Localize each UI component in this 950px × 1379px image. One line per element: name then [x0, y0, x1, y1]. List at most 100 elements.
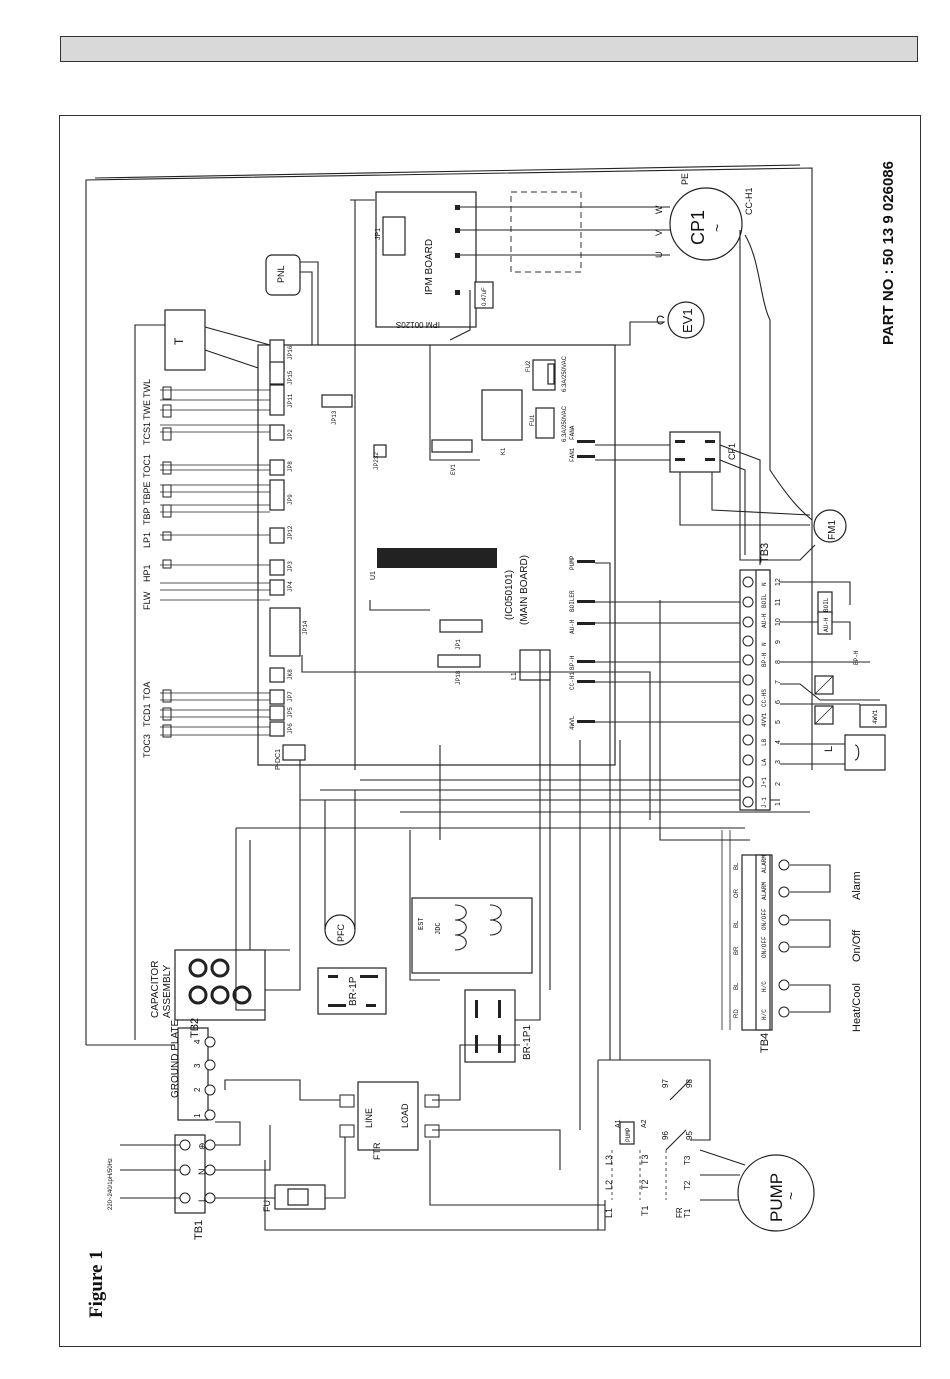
svg-text:BOILER: BOILER — [569, 590, 576, 612]
svg-text:TB3: TB3 — [759, 543, 771, 563]
capacitor-cf1 — [669, 431, 721, 473]
svg-text:V: V — [654, 230, 664, 236]
svg-text:JP9: JP9 — [287, 494, 294, 505]
diagram-frame — [59, 115, 921, 1347]
svg-text:T1: T1 — [640, 1205, 650, 1216]
svg-text:JP8: JP8 — [287, 461, 294, 472]
ipm-terminals — [455, 205, 460, 295]
svg-text:CF1: CF1 — [727, 443, 737, 460]
svg-text:L2: L2 — [604, 1180, 614, 1190]
svg-text:JP11: JP11 — [287, 393, 294, 408]
svg-text:CC-HS: CC-HS — [761, 689, 768, 707]
svg-text:BL: BL — [734, 862, 740, 870]
svg-text:TCS1: TCS1 — [142, 422, 152, 445]
au-h-relay — [817, 611, 833, 635]
svg-text:CC-H1: CC-H1 — [569, 672, 576, 690]
jdc-contactor — [411, 897, 533, 974]
outer-wire-loop — [85, 167, 813, 1046]
svg-text:4VV1: 4VV1 — [761, 712, 768, 727]
svg-text:LINE: LINE — [364, 1108, 374, 1128]
svg-text:JP7: JP7 — [287, 691, 294, 702]
svg-text:6: 6 — [775, 700, 782, 704]
main-board-name: (MAIN BOARD) — [519, 555, 530, 625]
svg-text:1: 1 — [193, 1113, 202, 1118]
4wv1-coil — [859, 704, 887, 728]
svg-text:LB: LB — [761, 738, 768, 746]
svg-text:1: 1 — [775, 802, 782, 806]
svg-text:W: W — [654, 205, 664, 214]
svg-text:⊕: ⊕ — [197, 1142, 207, 1150]
inductor-l1 — [519, 649, 551, 681]
svg-text:HP1: HP1 — [142, 564, 152, 582]
svg-text:JK8: JK8 — [287, 669, 294, 680]
fuse-fu1 — [535, 407, 555, 439]
pump-contactor: L1 L2 L3 T1 T2 T3 97 98 96 95 PUMP A1 A2… — [597, 1059, 711, 1230]
svg-text:97: 97 — [661, 1079, 670, 1088]
svg-text:CAPACITOR: CAPACITOR — [150, 961, 161, 1018]
svg-text:BR: BR — [734, 946, 740, 955]
svg-text:FR: FR — [675, 1207, 684, 1218]
svg-text:~: ~ — [709, 224, 725, 232]
svg-text:4WV1: 4WV1 — [872, 709, 879, 724]
svg-text:L: L — [197, 1197, 207, 1202]
pe-label: PE — [680, 173, 690, 185]
svg-text:9: 9 — [775, 640, 782, 644]
jumper-blocks: JP16 JP15 JP11 JP2 JP8 JP9 JP12 JP3 JP4 … — [269, 339, 483, 737]
svg-text:LP1: LP1 — [142, 532, 152, 548]
svg-text:TB4: TB4 — [759, 1033, 771, 1053]
svg-text:T2: T2 — [683, 1180, 692, 1190]
line-filter-ftr — [357, 1081, 419, 1151]
svg-text:AU-H: AU-H — [823, 617, 830, 632]
svg-text:6.3A/250VAC: 6.3A/250VAC — [562, 355, 568, 392]
microcontroller — [377, 548, 497, 568]
svg-text:TOC3: TOC3 — [142, 734, 152, 758]
svg-text:TOA: TOA — [142, 682, 152, 700]
svg-text:Alarm: Alarm — [851, 871, 863, 900]
svg-text:ON/OFF: ON/OFF — [761, 936, 768, 958]
svg-text:PNL: PNL — [276, 265, 286, 283]
svg-text:ALARM: ALARM — [761, 855, 768, 873]
svg-text:L1: L1 — [511, 672, 518, 680]
svg-text:OR: OR — [734, 888, 740, 898]
compressor-compartment — [510, 191, 582, 273]
svg-text:T1: T1 — [683, 1208, 692, 1218]
svg-text:6.3A/250VAC: 6.3A/250VAC — [562, 405, 568, 442]
svg-text:TB1: TB1 — [193, 1220, 205, 1240]
svg-text:FAN1: FAN1 — [569, 447, 576, 462]
svg-text:U1: U1 — [370, 571, 377, 580]
svg-text:BL: BL — [734, 982, 740, 990]
svg-text:JP3: JP3 — [287, 561, 294, 572]
svg-text:2: 2 — [193, 1087, 202, 1092]
cp1-label: CP1 — [688, 210, 708, 245]
svg-text:GROUND PLATE: GROUND PLATE — [170, 1020, 181, 1098]
svg-text:Heat/Cool: Heat/Cool — [851, 983, 863, 1032]
svg-text:A1: A1 — [615, 1119, 622, 1128]
svg-text:TWE: TWE — [142, 400, 152, 420]
p-dc1 — [282, 744, 306, 761]
svg-text:JP12: JP12 — [287, 525, 294, 540]
svg-text:L3: L3 — [604, 1155, 614, 1165]
svg-text:4: 4 — [775, 740, 782, 744]
svg-text:JP15: JP15 — [287, 370, 294, 385]
svg-text:JP18: JP18 — [455, 670, 462, 685]
part-number: PART NO : 50 13 9 026086 — [880, 161, 897, 345]
svg-text:TOC1: TOC1 — [142, 454, 152, 478]
svg-text:LOAD: LOAD — [400, 1103, 410, 1128]
svg-text:ASSEMBLY: ASSEMBLY — [162, 965, 173, 1018]
svg-text:EV1: EV1 — [450, 464, 457, 475]
svg-text:FTR: FTR — [372, 1142, 382, 1160]
ground-plate-tb2 — [177, 1027, 209, 1121]
svg-text:P-DC1: P-DC1 — [275, 749, 282, 770]
ev1-valve — [667, 301, 705, 339]
sensor-labels: TWE TWL TCS1 TOC1 TBPE TBP LP1 HP1 FLW T… — [142, 379, 152, 758]
svg-text:L: L — [823, 746, 835, 752]
svg-text:3: 3 — [775, 760, 782, 764]
svg-text:12: 12 — [775, 578, 782, 586]
svg-text:FU2: FU2 — [526, 360, 532, 372]
svg-text:JDC: JDC — [435, 922, 443, 935]
svg-text:TWL: TWL — [142, 379, 152, 398]
svg-text:A2: A2 — [641, 1119, 648, 1128]
tb4-screws — [778, 859, 790, 1018]
svg-text:J+1: J+1 — [761, 777, 768, 788]
